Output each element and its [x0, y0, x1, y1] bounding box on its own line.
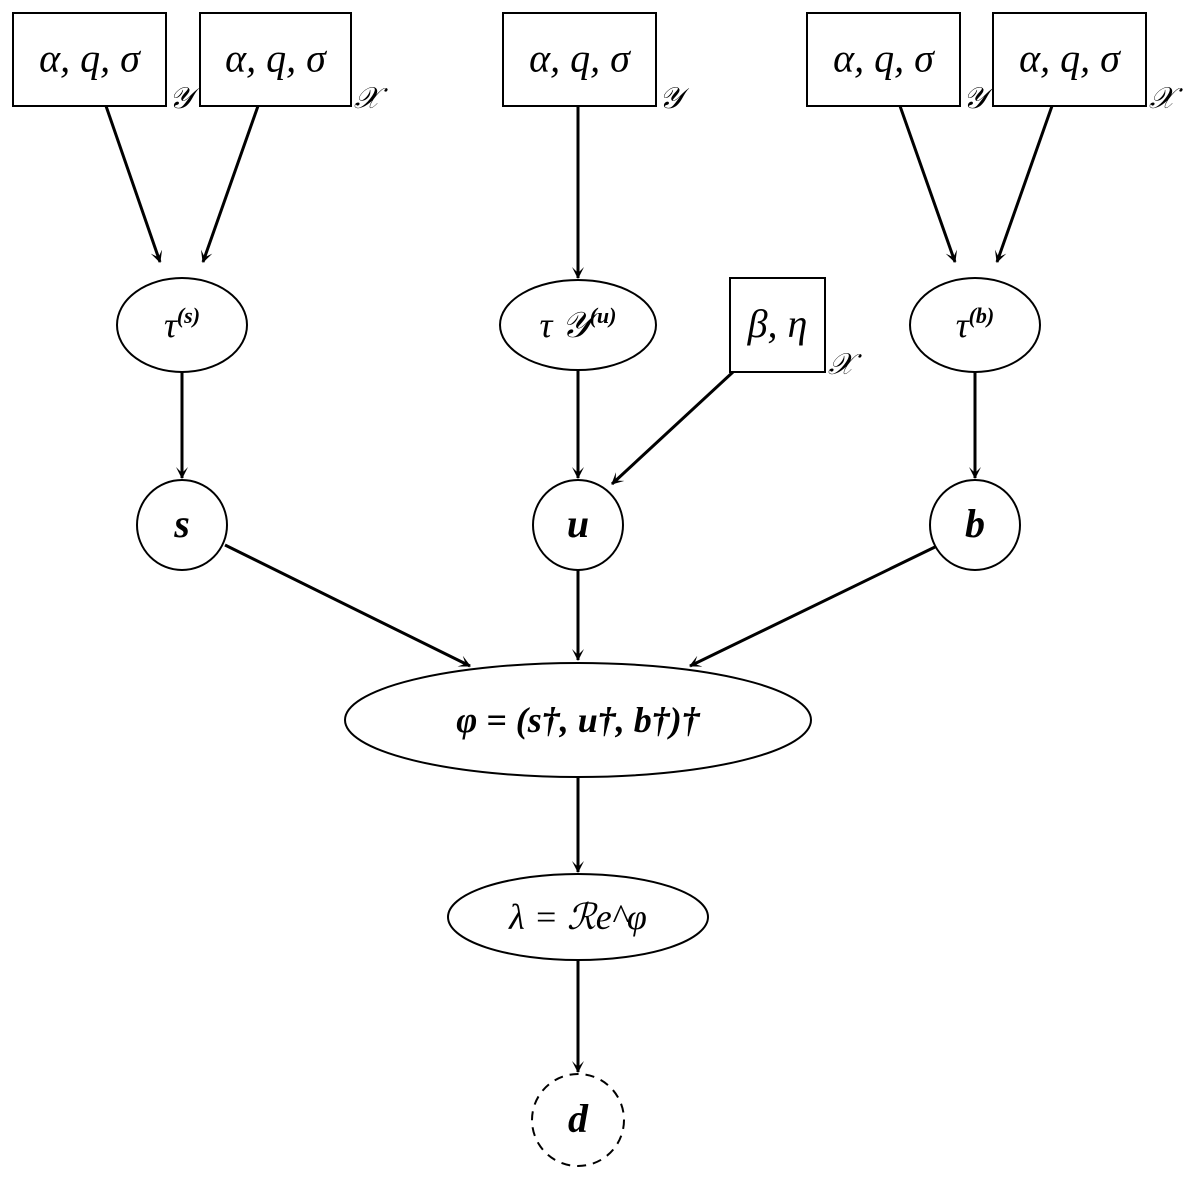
node-label: α, q, σ	[1019, 36, 1121, 81]
ellipse-node	[499, 279, 657, 371]
ellipse-node	[344, 662, 812, 778]
node-u: u	[532, 479, 624, 571]
plate-box	[729, 277, 826, 373]
edge-beta_eta-to-u	[610, 370, 735, 486]
edge-p2-to-tau_s	[200, 105, 260, 263]
edge-s-to-phi	[224, 543, 471, 668]
node-label: s	[173, 501, 190, 546]
ellipse-node	[447, 873, 709, 961]
plate-label: 𝒳	[354, 82, 388, 115]
circle-node	[929, 479, 1021, 571]
edge-p4-to-tau_b	[898, 105, 958, 263]
node-b: b	[929, 479, 1021, 571]
node-label: τ(s)	[164, 303, 200, 345]
node-label: α, q, σ	[529, 36, 631, 81]
ellipse-node	[909, 277, 1041, 373]
circle-node	[532, 479, 624, 571]
node-d: d	[531, 1073, 625, 1167]
plate-label: 𝒳	[1149, 82, 1183, 115]
plate-box	[12, 12, 167, 107]
node-tau_s: τ(s)	[116, 277, 248, 373]
node-label: λ = ℛe^φ	[508, 897, 647, 937]
node-p1: 𝒴α, q, σ	[12, 12, 200, 115]
node-label: τ(b)	[956, 303, 995, 345]
node-label: β, η	[747, 301, 808, 346]
node-p4: 𝒴α, q, σ	[806, 12, 994, 115]
plate-box	[992, 12, 1147, 107]
node-label: α, q, σ	[833, 36, 935, 81]
plate-label: 𝒳	[828, 348, 862, 381]
node-label: d	[568, 1096, 589, 1141]
node-label: b	[965, 501, 985, 546]
node-phi: φ = (s†, u†, b†)†	[344, 662, 812, 778]
circle-node	[136, 479, 228, 571]
node-s: s	[136, 479, 228, 571]
plate-label: 𝒴	[659, 82, 690, 115]
plate-box	[502, 12, 657, 107]
node-p3: 𝒴α, q, σ	[502, 12, 690, 115]
circle-node	[531, 1073, 625, 1167]
node-label: φ = (s†, u†, b†)†	[456, 700, 701, 740]
node-label: u	[567, 501, 589, 546]
plate-box	[199, 12, 352, 107]
node-lambda: λ = ℛe^φ	[447, 873, 709, 961]
node-label: α, q, σ	[225, 36, 327, 81]
edge-p5-to-tau_b	[994, 105, 1054, 263]
plate-label: 𝒴	[963, 82, 994, 115]
plate-label: 𝒴	[169, 82, 200, 115]
plate-box	[806, 12, 961, 107]
edge-b-to-phi	[689, 545, 936, 668]
node-p5: 𝒳α, q, σ	[992, 12, 1183, 115]
node-label: α, q, σ	[39, 36, 141, 81]
node-tau_u: τ 𝒴(u)	[499, 279, 657, 371]
ellipse-node	[116, 277, 248, 373]
edge-p1-to-tau_s	[104, 105, 163, 263]
node-tau_b: τ(b)	[909, 277, 1041, 373]
node-p2: 𝒳α, q, σ	[199, 12, 388, 115]
node-beta_eta: 𝒳β, η	[729, 277, 862, 381]
node-label: τ 𝒴(u)	[540, 303, 617, 345]
